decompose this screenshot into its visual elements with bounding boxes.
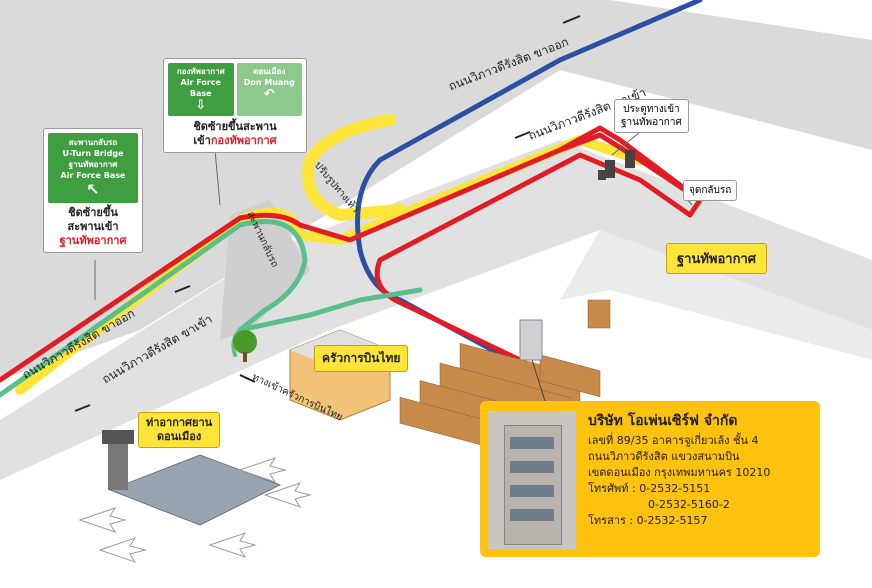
- sign-caption: ชิดซ้ายขึ้น สะพานเข้า ฐานทัพอากาศ: [48, 206, 138, 248]
- company-address-1: เลขที่ 89/35 อาคารจูเกี่ยวเล้ง ชั้น 4: [588, 434, 759, 447]
- sign-line: สะพานกลับรถ: [68, 138, 118, 147]
- caption-black: เข้า: [193, 134, 211, 147]
- caption-line: สะพานเข้า: [67, 220, 119, 233]
- gate-post: [598, 170, 606, 180]
- building-row: [539, 354, 601, 398]
- airforce-base-tag: ฐานทัพอากาศ: [666, 243, 768, 274]
- sign-callouts: [94, 131, 693, 300]
- sign-line: ฐานทัพอากาศ: [68, 160, 118, 169]
- road-vibhavadi-lower: [0, 140, 872, 480]
- company-address-2: ถนนวิภาวดีรังสิต แขวงสนามบิน: [588, 450, 740, 463]
- photo-window: [510, 437, 554, 449]
- gate-post: [605, 160, 615, 178]
- phone-label: โทรศัพท์ :: [588, 482, 636, 495]
- uturn-icon: ↶: [263, 87, 275, 102]
- tree: [233, 330, 257, 362]
- sign-panels: กองทัพอากาศ Air Force Base ⇩ ดอนเมือง Do…: [168, 63, 302, 116]
- road-side: [560, 230, 872, 360]
- company-name: บริษัท โอเพ่นเซิร์ฟ จำกัด: [588, 413, 738, 429]
- sign-panel-airforce: กองทัพอากาศ Air Force Base ⇩: [168, 63, 234, 116]
- control-tower: [108, 440, 128, 490]
- arrow-icon: [562, 15, 581, 24]
- photo-window: [510, 509, 554, 521]
- sign-caption: ชิดซ้ายขึ้นสะพาน เข้ากองทัพอากาศ: [168, 120, 302, 148]
- building-single: [587, 299, 611, 329]
- fax-number: 0-2532-5157: [636, 514, 708, 527]
- tree-canopy: [233, 330, 257, 354]
- sign-pole-top: [214, 149, 221, 206]
- company-address-3: เขตดอนเมือง กรุงเทพมหานคร 10210: [588, 466, 771, 479]
- company-info-box: บริษัท โอเพ่นเซิร์ฟ จำกัด เลขที่ 89/35 อ…: [480, 401, 820, 557]
- road-sign-top: กองทัพอากาศ Air Force Base ⇩ ดอนเมือง Do…: [163, 58, 307, 153]
- arrow-down-icon: ⇩: [195, 98, 207, 113]
- route-red-loop: [557, 125, 703, 203]
- arrow-icon: [514, 131, 531, 139]
- airplane-icon: [98, 537, 147, 563]
- caption-red: กองทัพอากาศ: [210, 134, 277, 147]
- caption-line2: เข้ากองทัพอากาศ: [168, 134, 302, 148]
- sign-line: U-Turn Bridge: [62, 149, 124, 158]
- caption-line: ชิดซ้ายขึ้น: [68, 206, 118, 219]
- company-fax-row: โทรสาร : 0-2532-5157: [588, 513, 770, 529]
- caption-line: ชิดซ้ายขึ้นสะพาน: [193, 120, 277, 133]
- airforce-gate-tag: ประตูทางเข้า ฐานทัพอากาศ: [614, 99, 689, 133]
- fax-label: โทรสาร :: [588, 514, 634, 527]
- arrow-icon: [74, 404, 91, 412]
- route-green: [0, 219, 423, 398]
- airplane-icon: [263, 482, 312, 508]
- pointer-line: [531, 359, 546, 402]
- direction-arrows: [74, 15, 581, 412]
- airforce-gate-structure: [598, 150, 635, 180]
- sign-th: ดอนเมือง: [253, 67, 286, 76]
- arrow-up-left-icon: ↖: [86, 180, 100, 199]
- thai-kitchen-tag: ครัวการบินไทย: [314, 345, 409, 372]
- phone-number-2: 0-2532-5160-2: [648, 498, 730, 511]
- control-tower-top: [102, 430, 134, 444]
- airport-terminal: [108, 454, 282, 526]
- office-tower: [519, 319, 543, 361]
- airport-illustration: [78, 430, 312, 563]
- route-yellow-bridge: [302, 114, 406, 221]
- airplanes: [78, 457, 312, 563]
- arrow-icon: [239, 374, 256, 383]
- sign-panel-donmuang: ดอนเมือง Don Muang ↶: [236, 63, 302, 116]
- airplane-icon: [78, 507, 127, 533]
- sign-en: Air Force Base: [180, 78, 221, 98]
- company-building: [519, 319, 546, 402]
- sign-th: กองทัพอากาศ: [176, 67, 225, 76]
- arrow-icon: [174, 285, 191, 293]
- company-details: บริษัท โอเพ่นเซิร์ฟ จำกัด เลขที่ 89/35 อ…: [588, 411, 770, 529]
- photo-window: [510, 461, 554, 473]
- routes: [0, 0, 703, 398]
- company-phone2-row: 0-2532-5160-2: [588, 497, 770, 513]
- sign-en: Don Muang: [243, 78, 295, 87]
- gate-post: [625, 150, 635, 168]
- tree-trunk: [243, 352, 247, 362]
- photo-window: [510, 485, 554, 497]
- uturn-point-tag: จุดกลับรถ: [683, 180, 738, 201]
- airport-tag: ท่าอากาศยาน ดอนเมือง: [138, 412, 221, 448]
- gate-callout-line: [611, 131, 641, 156]
- airplane-icon: [238, 457, 287, 483]
- sign-line: Air Force Base: [60, 171, 126, 180]
- road-sign-left: สะพานกลับรถ U-Turn Bridge ฐานทัพอากาศ Ai…: [43, 128, 143, 253]
- phone-number: 0-2532-5151: [639, 482, 711, 495]
- airplane-icon: [208, 532, 257, 558]
- sign-green-panel: สะพานกลับรถ U-Turn Bridge ฐานทัพอากาศ Ai…: [48, 133, 138, 203]
- company-phone-row: โทรศัพท์ : 0-2532-5151: [588, 481, 770, 497]
- caption-red: ฐานทัพอากาศ: [59, 234, 127, 247]
- building-photo: [488, 411, 576, 549]
- road-bridge-vertical: [220, 200, 310, 340]
